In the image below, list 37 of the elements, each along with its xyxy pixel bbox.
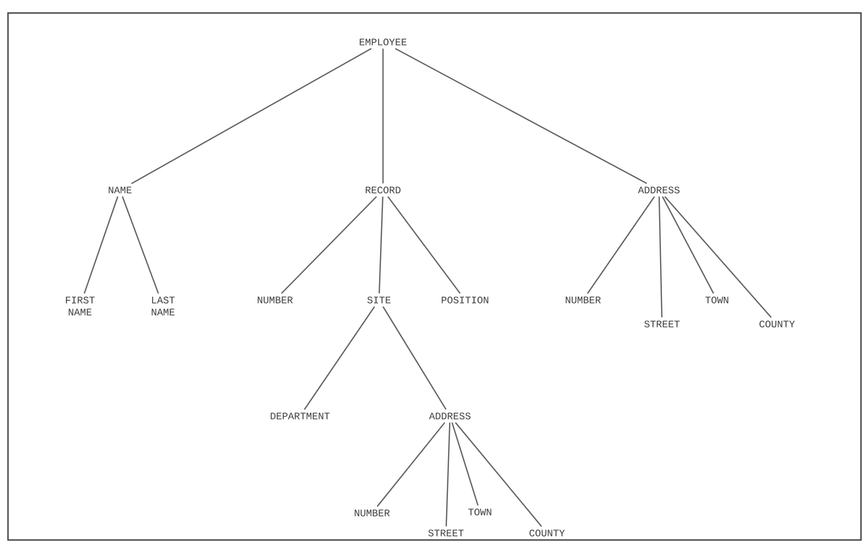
tree-node-label: FIRST NAME: [66, 296, 95, 316]
tree-node-label: RECORD: [366, 186, 400, 194]
tree-line: [378, 196, 384, 294]
tree-node-label: COUNTY: [760, 320, 795, 328]
tree-line: [446, 422, 450, 526]
tree-line: [304, 306, 376, 410]
tree-node-label: STREET: [644, 320, 680, 328]
tree-node-label: LAST NAME: [152, 296, 175, 316]
tree-node-label: TOWN: [468, 508, 492, 516]
tree-line: [662, 196, 714, 294]
tree-node-label: STREET: [428, 530, 464, 536]
tree-node-label: POSITION: [442, 296, 488, 304]
tree-node-label: ADDRESS: [429, 412, 470, 420]
tree-line: [376, 422, 446, 507]
tree-node-label: NAME: [108, 186, 132, 194]
tree-line: [664, 196, 772, 318]
tree-line: [382, 48, 384, 184]
tree-node-label: COUNTY: [530, 530, 565, 536]
tree-line: [387, 196, 461, 294]
tree-node-label: TOWN: [705, 296, 728, 304]
tree-node-label: EMPLOYEE: [360, 38, 406, 46]
tree-line: [394, 48, 648, 184]
tree-line: [586, 196, 655, 294]
tree-node-label: NUMBER: [258, 296, 293, 304]
tree-node-label: NUMBER: [566, 296, 601, 304]
tree-node-label: SITE: [367, 296, 390, 304]
tree-node-label: DEPARTMENT: [270, 412, 330, 420]
tree-line: [280, 196, 377, 294]
tree-line: [131, 48, 372, 184]
tree-line: [454, 422, 542, 527]
tree-line: [122, 196, 159, 294]
tree-node-label: ADDRESS: [638, 186, 680, 194]
tree-node-label: NUMBER: [354, 510, 390, 516]
tree-line: [451, 422, 479, 506]
tree-line: [658, 196, 662, 318]
tree-line: [382, 306, 447, 410]
tree-line: [84, 196, 118, 294]
